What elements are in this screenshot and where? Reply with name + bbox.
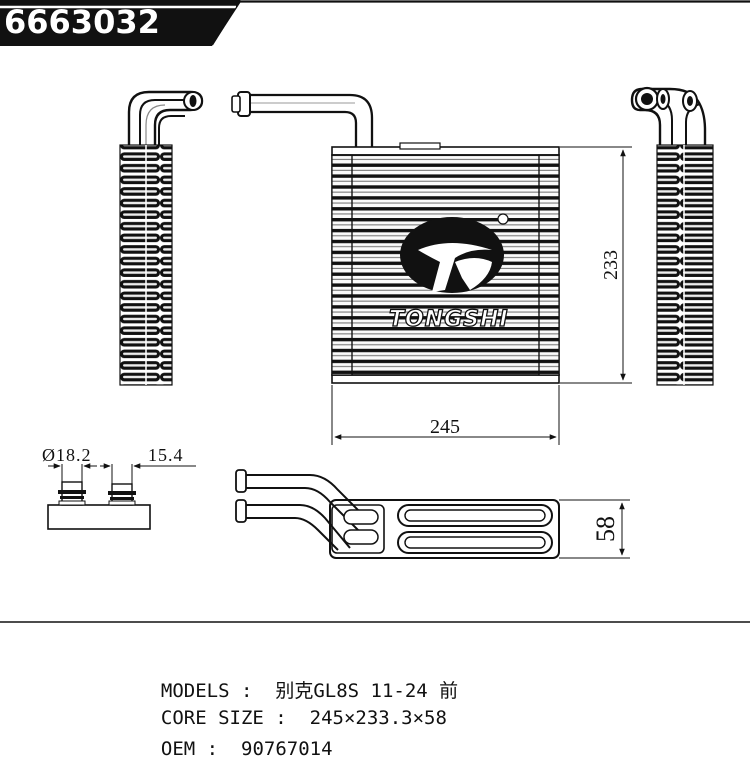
pipe-inner-dimension: 15.4 [148,445,184,465]
logo-text: TONGSHI [389,307,509,332]
core-size-separator: : [275,707,287,729]
models-label: MODELS [160,680,241,702]
width-dimension [331,385,560,445]
models-row: MODELS : 别克GL8S 11-24 前 [138,654,458,703]
oem-label: OEM [160,738,207,760]
oem-separator: : [206,738,219,760]
core-size-row: CORE SIZE : 245×233.3×58 [138,685,447,729]
pipe-outer-dimension: Ø18.2 [42,445,92,465]
tongshi-logo [400,213,509,293]
fitting-detail [47,463,196,530]
oem-row: OEM : 90767014 [138,716,333,760]
right-side-view [630,86,714,386]
depth-dimension [559,499,630,559]
header-banner [0,0,750,46]
models-value: 别克GL8S 11-24 前 [275,680,459,702]
part-number: 6663032 [4,3,160,41]
depth-value: 58 [591,516,620,542]
front-view [231,91,560,384]
oem-value: 90767014 [241,738,333,760]
models-separator: : [240,680,253,702]
core-size-value: 245×233.3×58 [309,707,447,729]
registered-mark-icon [497,213,509,225]
height-dimension [560,146,632,384]
width-value: 245 [430,416,460,438]
core-size-label: CORE SIZE [160,707,276,729]
left-side-view [119,90,204,386]
height-value: 233 [600,250,622,280]
top-view [235,469,560,559]
